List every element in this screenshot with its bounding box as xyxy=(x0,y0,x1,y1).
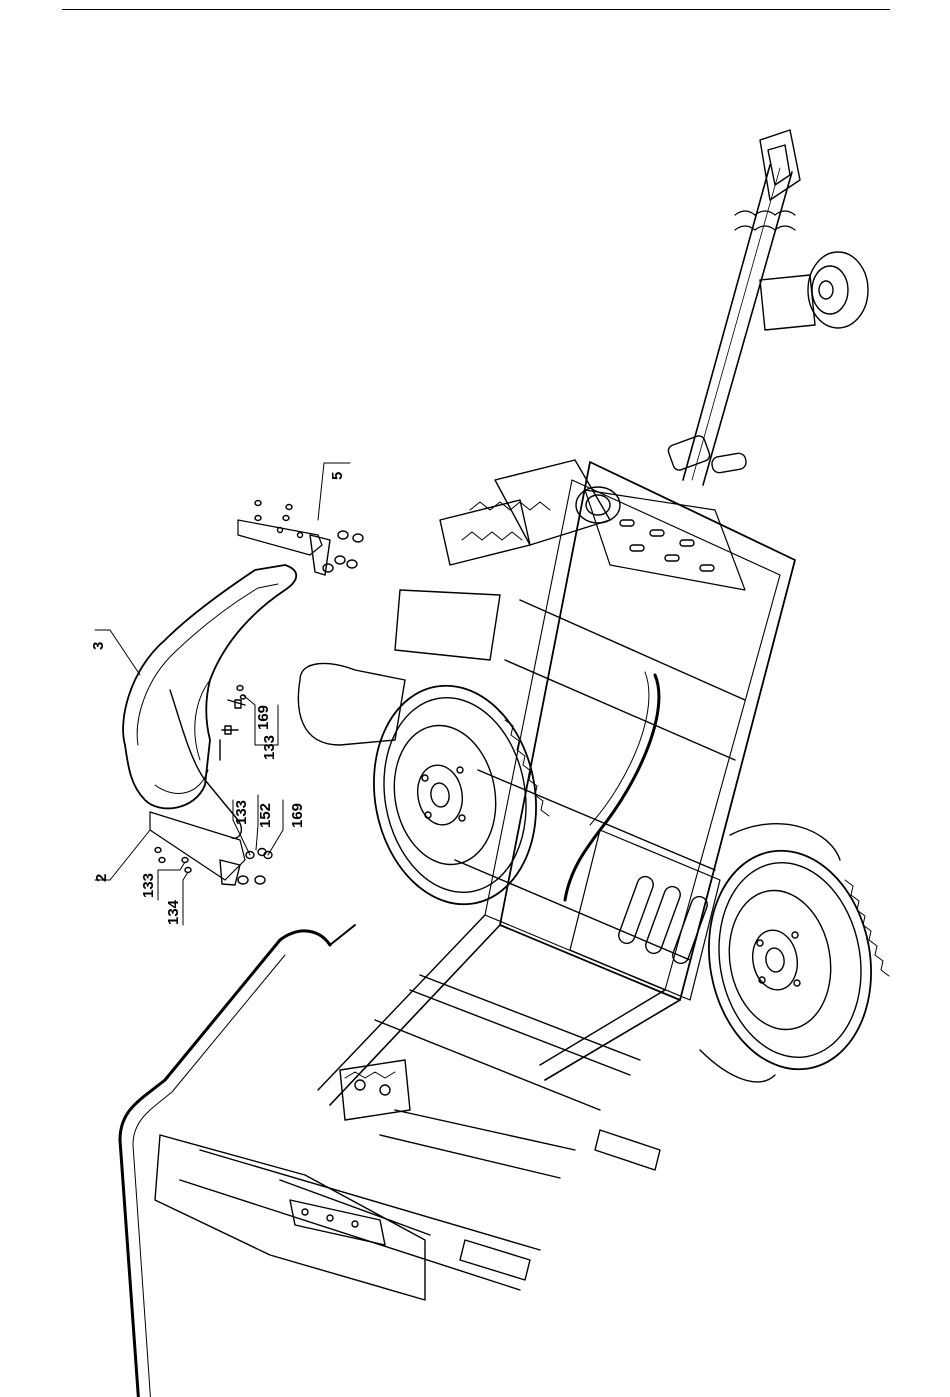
callout-134: 134 xyxy=(165,899,182,925)
callout-2: 2 xyxy=(93,874,110,882)
part-2-bracket xyxy=(150,812,272,885)
rear-handle-frame xyxy=(120,925,660,1397)
callout-169: 169 xyxy=(255,705,272,730)
part-3-fender-cover xyxy=(123,565,296,838)
leader-lines xyxy=(95,463,350,925)
callout-152: 152 xyxy=(257,803,274,828)
wheel-lower xyxy=(692,824,889,1083)
part-5-bracket xyxy=(238,501,363,576)
engine-assembly xyxy=(298,460,745,745)
callout-3: 3 xyxy=(90,642,107,650)
bolts-133-169 xyxy=(220,686,246,761)
callout-169: 169 xyxy=(289,803,306,828)
tow-bar xyxy=(667,130,868,485)
callout-133: 133 xyxy=(233,800,250,825)
callout-133: 133 xyxy=(140,873,157,898)
callout-133: 133 xyxy=(261,735,278,760)
wheel-upper xyxy=(357,673,553,917)
callout-5: 5 xyxy=(329,472,346,480)
